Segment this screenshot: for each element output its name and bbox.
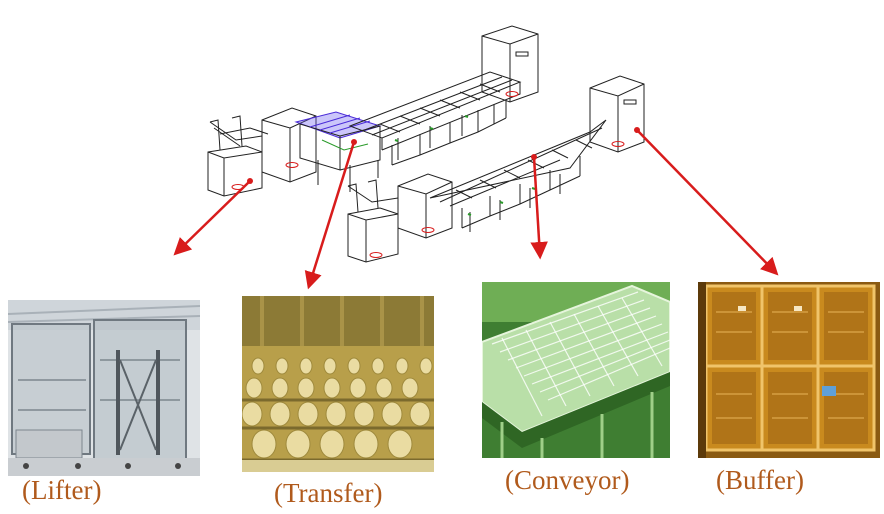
callout-arrows	[173, 127, 779, 290]
lower-lifter-cabinet	[347, 179, 399, 263]
buffer-arrow	[636, 129, 779, 276]
upper-transfer-module	[294, 111, 382, 192]
conveyor-arrow	[530, 156, 548, 260]
upper-box-module	[261, 107, 317, 183]
lifter-photo	[8, 300, 200, 476]
lifter-caption: (Lifter)	[22, 475, 102, 505]
upper-lifter-cabinet	[207, 115, 269, 197]
lifter-arrow	[173, 180, 251, 256]
upper-line-drawing	[207, 25, 539, 197]
lower-box-module	[397, 173, 453, 239]
transfer-caption: (Transfer)	[274, 478, 383, 508]
lower-buffer-tower	[589, 75, 645, 153]
transfer-arrow	[304, 141, 356, 290]
upper-conveyor	[348, 71, 522, 166]
lower-conveyor	[429, 119, 607, 232]
lower-line-drawing	[347, 75, 645, 263]
conveyor-photo	[482, 282, 670, 458]
transfer-photo	[242, 296, 434, 472]
upper-buffer-tower	[481, 25, 539, 103]
buffer-caption: (Buffer)	[716, 465, 804, 495]
buffer-photo	[698, 282, 880, 458]
conveyor-caption: (Conveyor)	[505, 465, 630, 495]
